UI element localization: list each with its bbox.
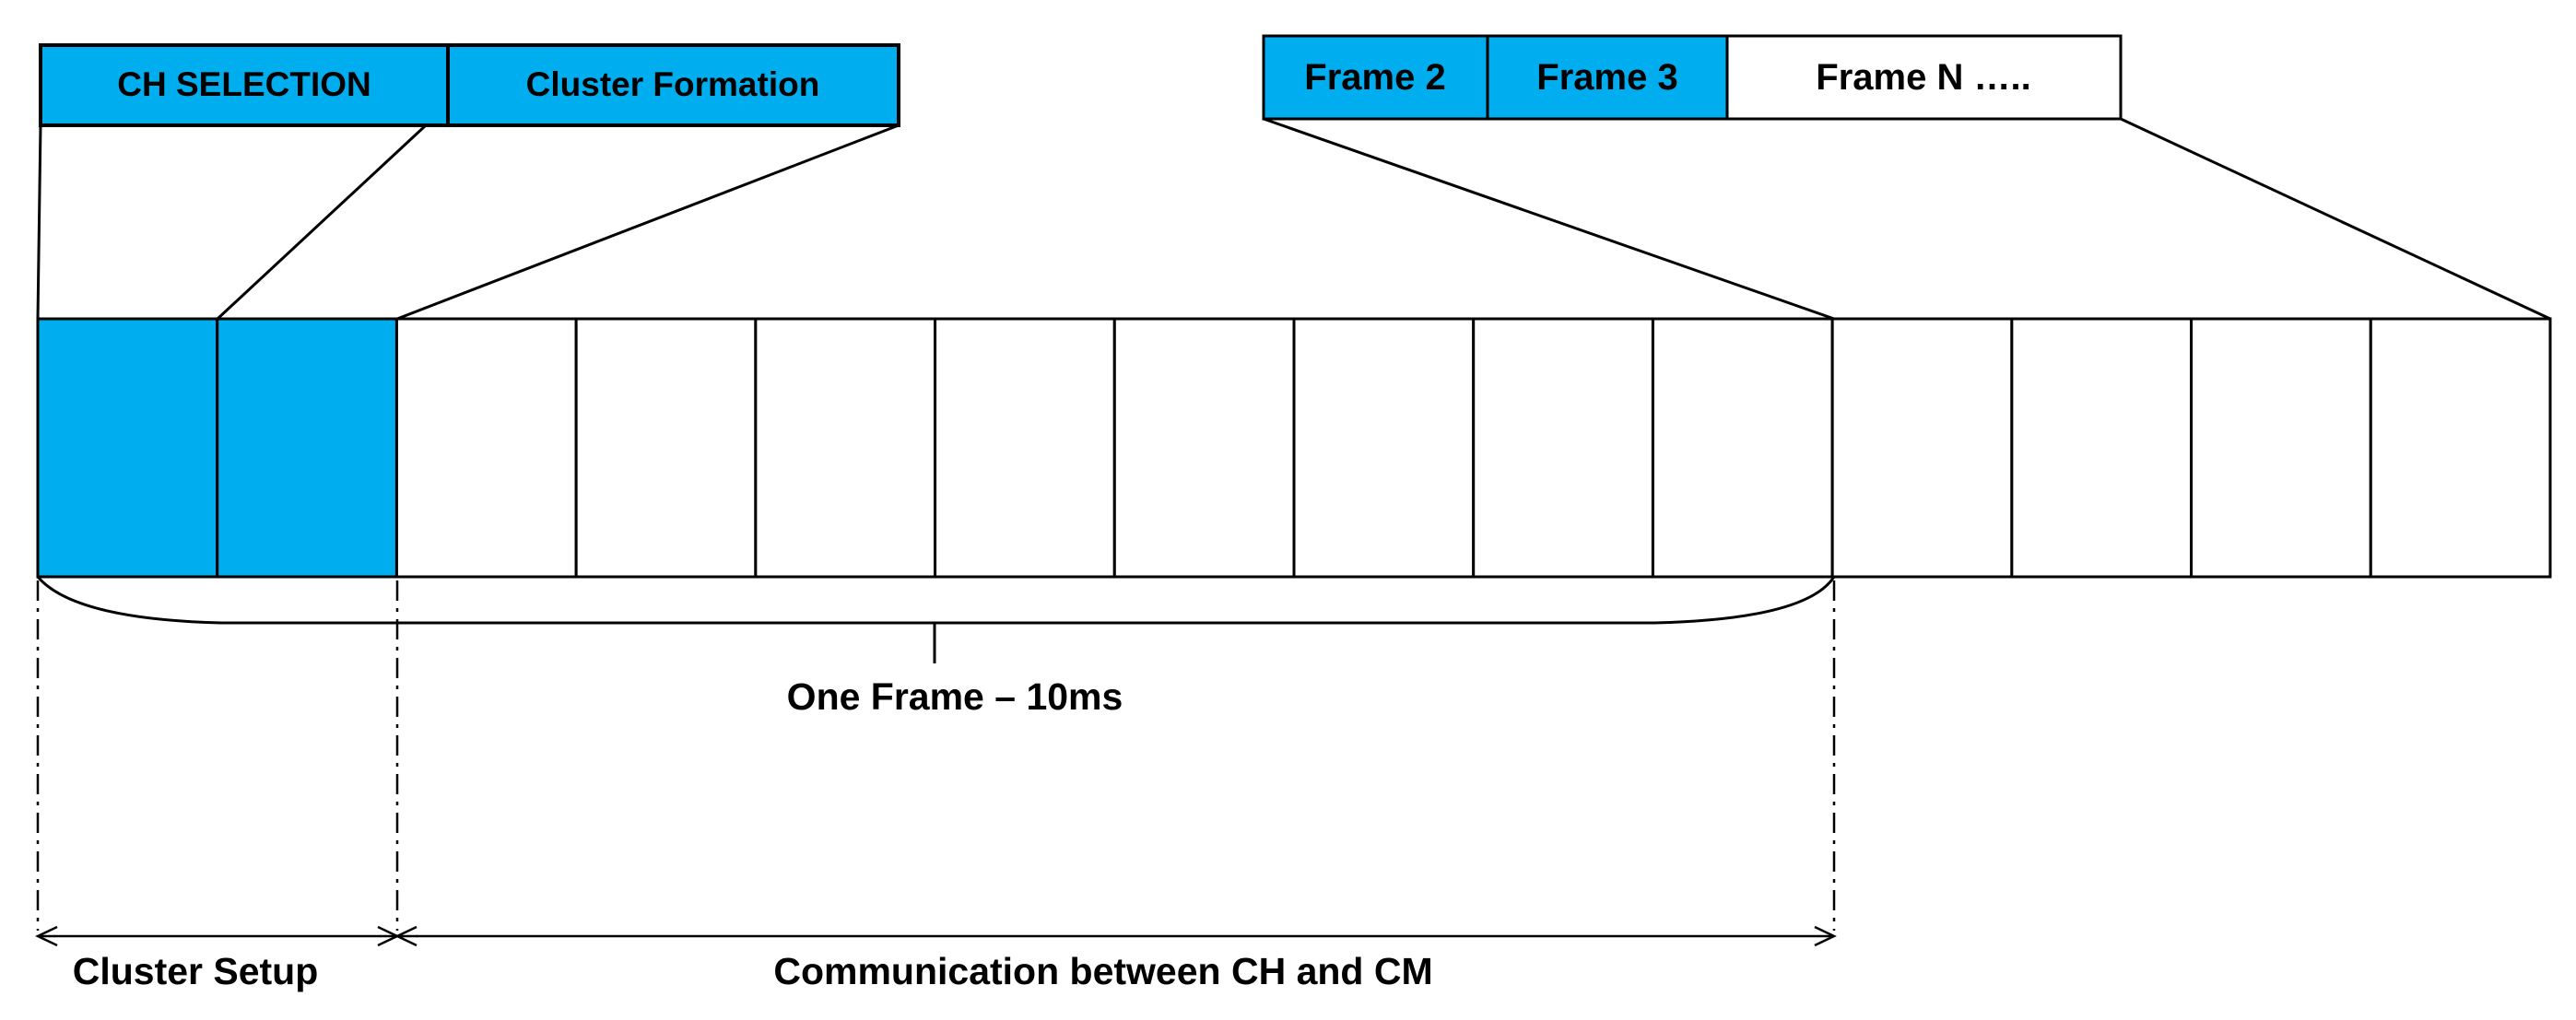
setup-phase-detail: CH SELECTION Cluster Formation (39, 43, 900, 127)
frame-n-box (1725, 34, 2123, 121)
connector-line (396, 123, 900, 321)
zoom-connectors (36, 117, 2551, 321)
time-slot (1651, 317, 1834, 579)
frame-n-label: Frame N ….. (1816, 57, 2030, 98)
cluster-setup-label: Cluster Setup (73, 950, 319, 992)
time-slot (754, 317, 937, 579)
time-slot (1292, 317, 1476, 579)
cluster-formation-box (446, 43, 900, 127)
setup-slot (216, 317, 398, 579)
time-slot (2369, 317, 2552, 579)
brace-curve (36, 576, 1836, 625)
one-frame-brace (36, 576, 1836, 663)
time-slot (934, 317, 1116, 579)
timeline-slots (36, 317, 2552, 579)
arrow-head (35, 925, 58, 947)
cluster-formation-label: Cluster Formation (526, 65, 820, 103)
frame-2-label: Frame 2 (1304, 57, 1445, 98)
communication-label: Communication between CH and CM (773, 950, 1432, 992)
ch-selection-label: CH SELECTION (117, 65, 371, 103)
arrow-head (1814, 925, 1837, 947)
connector-line (216, 123, 428, 321)
connector-line (36, 124, 42, 320)
time-slot (2190, 317, 2372, 579)
time-slot (1112, 317, 1296, 579)
subsequent-frames-detail: Frame 2 Frame 3 Frame N ….. (1262, 34, 2123, 121)
time-slot (1472, 317, 1654, 579)
time-slot (1830, 317, 2014, 579)
time-slot (2010, 317, 2194, 579)
setup-slot (36, 317, 219, 579)
phase-arrows (35, 925, 1837, 947)
connector-line (2120, 117, 2551, 321)
connector-line (1263, 117, 1835, 321)
frame-2-box (1262, 34, 1489, 121)
one-frame-label: One Frame – 10ms (787, 675, 1123, 718)
arrow-head (394, 925, 418, 947)
phase-guide-lines (36, 580, 1836, 931)
time-slot (394, 317, 578, 579)
frame-3-label: Frame 3 (1536, 57, 1677, 98)
ch-selection-box (39, 43, 450, 127)
time-slot (574, 317, 758, 579)
